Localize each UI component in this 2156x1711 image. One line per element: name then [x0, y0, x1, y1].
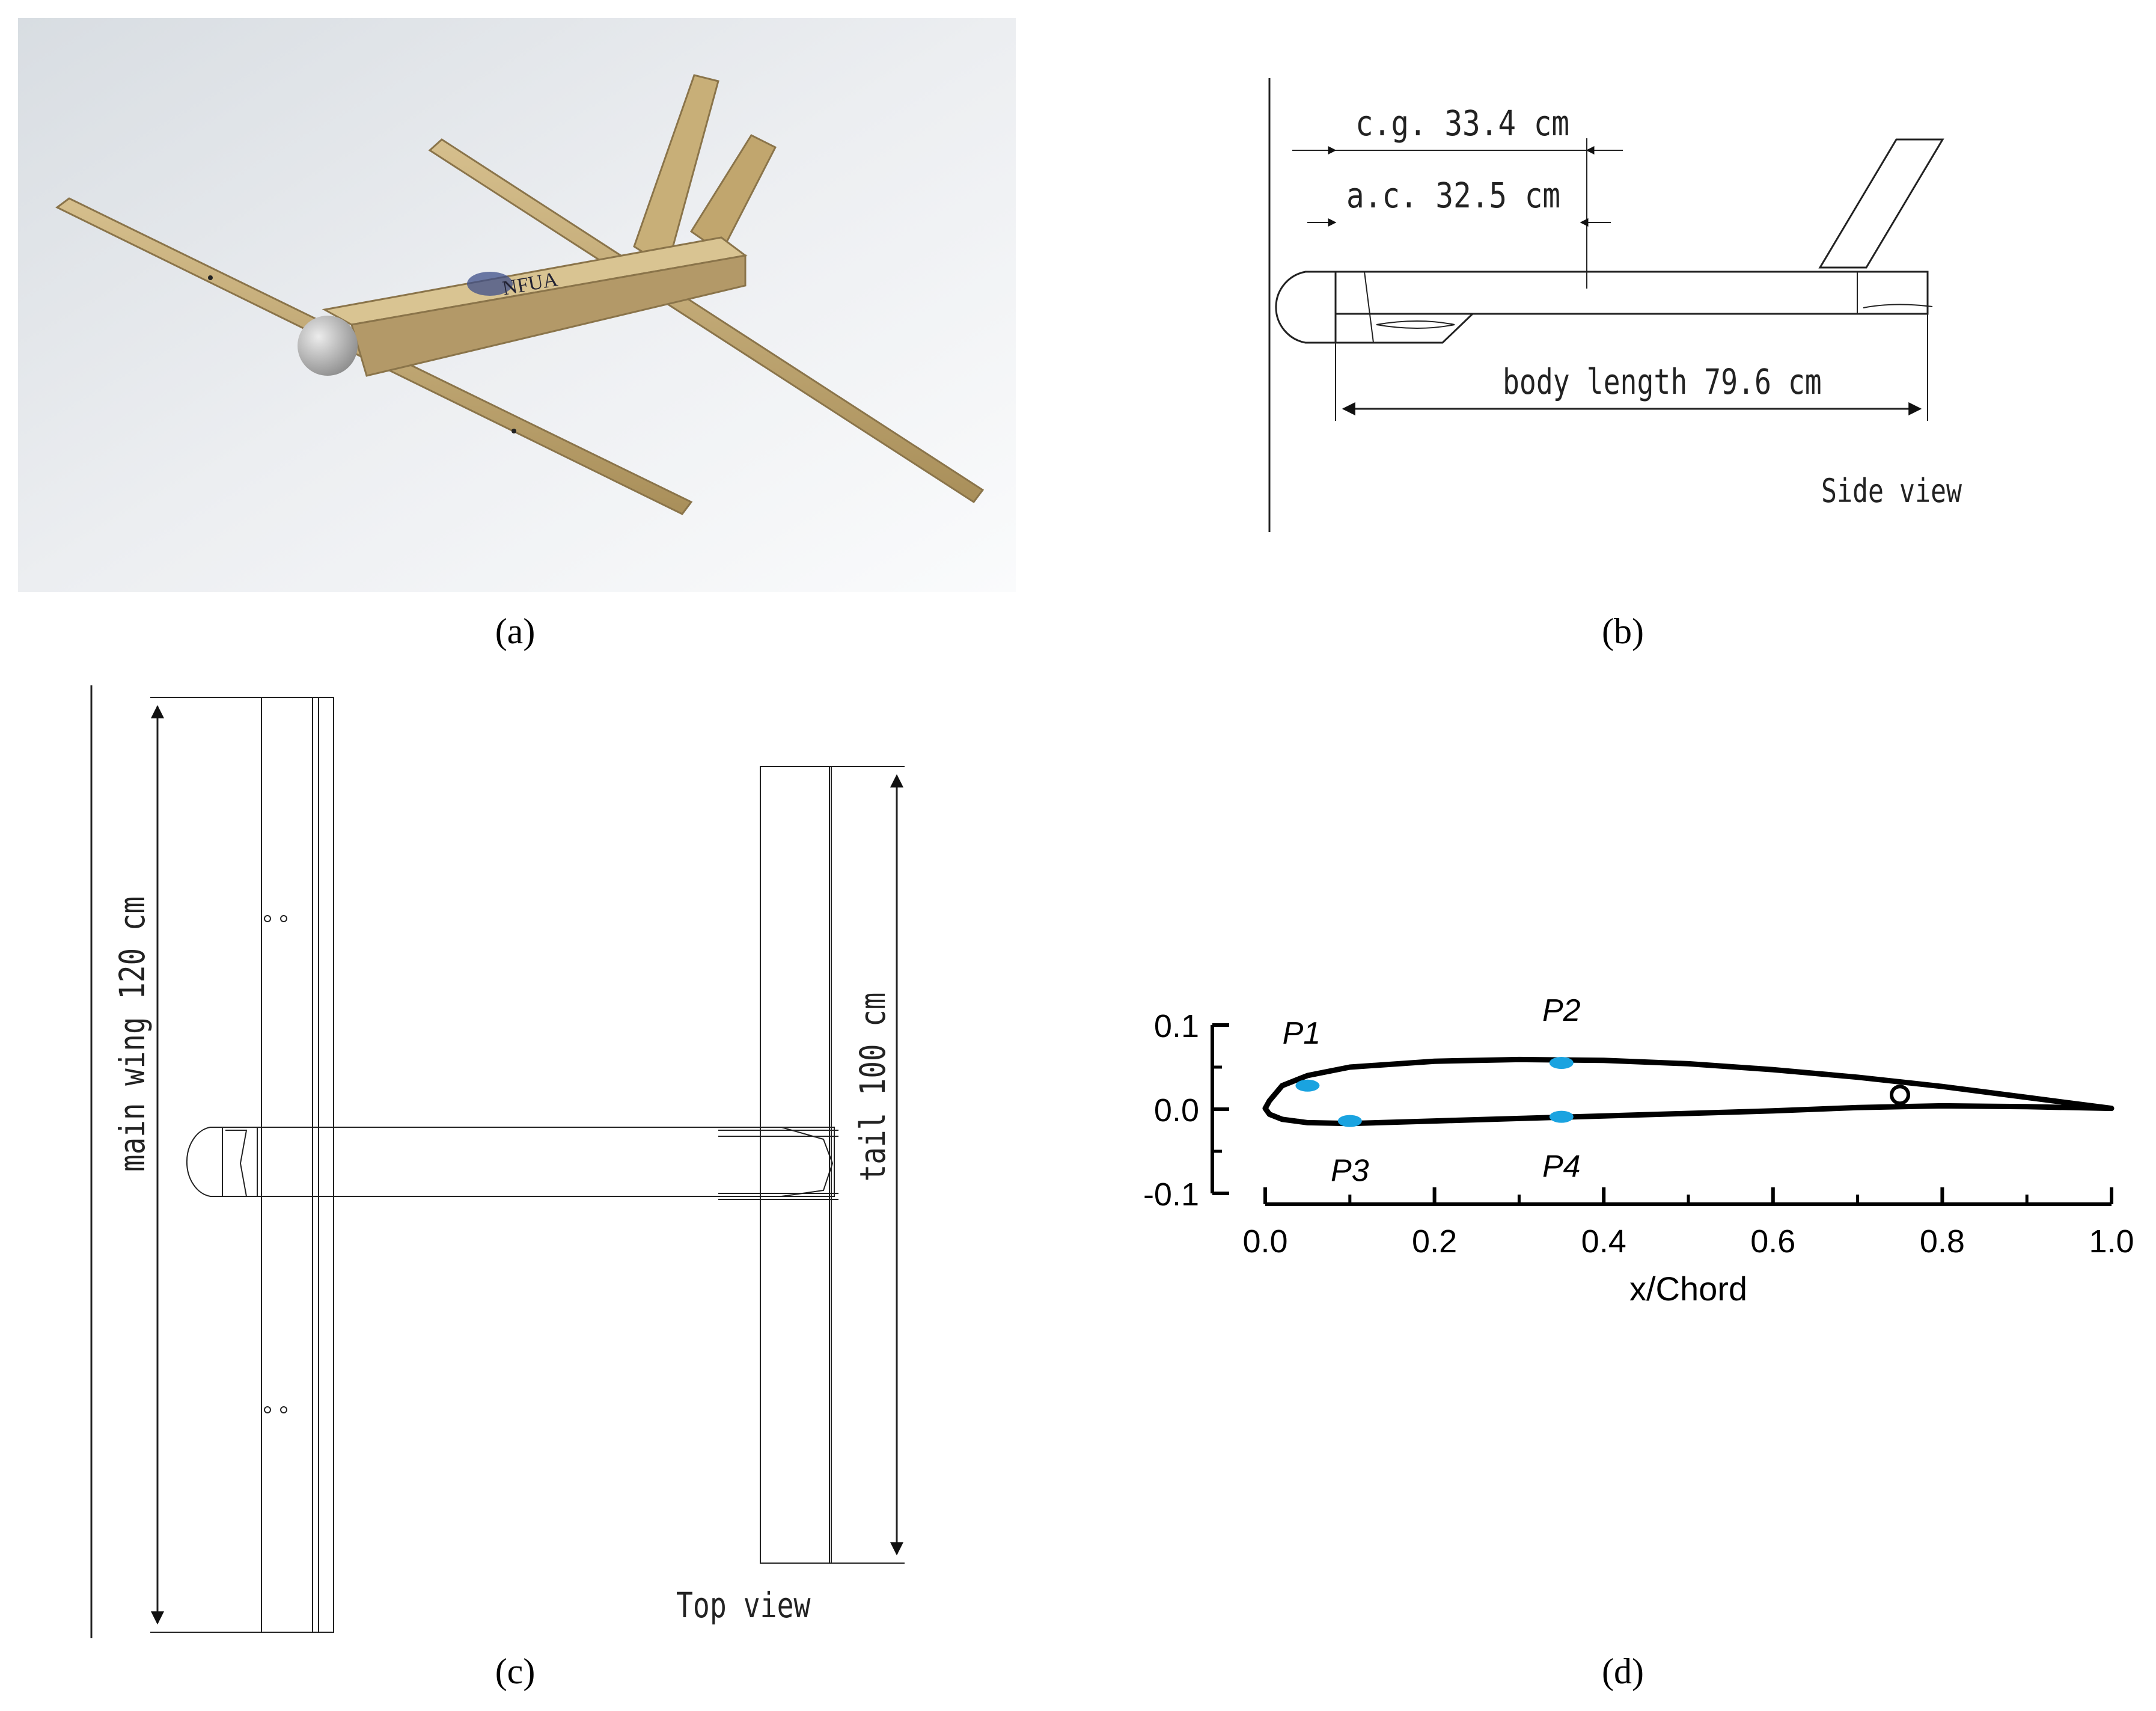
pressure-tap-marker: [1549, 1057, 1574, 1069]
side-wing-section: [1376, 320, 1455, 329]
nose-inner: [1364, 271, 1374, 343]
pressure-tap-label: P2: [1542, 993, 1581, 1028]
x-tick-label: 0.8: [1920, 1223, 1965, 1260]
x-axis-label: x/Chord: [1629, 1270, 1747, 1308]
side-view-label: Side view: [1821, 472, 1962, 510]
cg-label: c.g. 33.4 cm: [1355, 103, 1569, 144]
y-tick-label: 0.0: [1154, 1092, 1199, 1128]
x-tick-label: 1.0: [2089, 1223, 2134, 1260]
x-tick-label: 0.4: [1581, 1223, 1626, 1260]
x-tick-label: 0.2: [1412, 1223, 1457, 1260]
wing-marker: [208, 275, 213, 280]
side-body: [1334, 271, 1929, 315]
panel-c: main wing 120 cm tail 100 cm Top view (c…: [90, 685, 905, 1691]
main-wing-label: main wing 120 cm: [112, 896, 153, 1172]
side-belly: [1334, 313, 1474, 344]
panel-b: c.g. 33.4 cm a.c. 32.5 cm body length 79…: [1268, 78, 1962, 651]
hinge-mark: [280, 915, 287, 922]
tail-wing: [428, 138, 985, 504]
hinge-mark: [264, 1406, 271, 1413]
wing-marker: [512, 429, 516, 433]
tail-taper: [781, 1127, 834, 1197]
top-tail-wing: [760, 766, 832, 1564]
badge-logo: [467, 272, 513, 296]
y-tick-label: 0.1: [1154, 1008, 1199, 1044]
hinge-mark: [264, 915, 271, 922]
top-nose: [186, 1127, 222, 1197]
airfoil-outline: [1262, 1056, 2115, 1127]
top-nose-inner: [225, 1130, 248, 1197]
top-body: [257, 1127, 835, 1197]
panel-a: NFUA (a): [18, 18, 1016, 651]
tail-section: [1863, 304, 1933, 308]
y-tick-label: -0.1: [1143, 1177, 1199, 1213]
pressure-tap-label: P4: [1542, 1149, 1581, 1184]
body-length-label: body length 79.6 cm: [1503, 362, 1822, 402]
caption-d: (d): [1602, 1651, 1644, 1691]
top-main-wing: [261, 697, 334, 1633]
fuselage-side: [350, 254, 747, 377]
panel-d: 0.1 0.0 -0.1 0.0 0.2 0.4 0.6 0.8 1.0 x/Chord P1 P2P…: [1143, 993, 2134, 1691]
nose-cone: [298, 316, 358, 376]
top-view-label: Top view: [676, 1585, 811, 1626]
pivot-marker: [1890, 1085, 1910, 1106]
caption-c: (c): [495, 1651, 536, 1691]
airfoil-plot: 0.1 0.0 -0.1 0.0 0.2 0.4 0.6 0.8 1.0 x/Chord P1 P2P…: [1143, 993, 2134, 1308]
pressure-tap-marker: [1549, 1110, 1574, 1123]
caption-b: (b): [1602, 611, 1644, 651]
side-fin: [1818, 138, 1944, 269]
pressure-tap-marker: [1337, 1115, 1362, 1127]
tail-label: tail 100 cm: [852, 993, 893, 1182]
pressure-tap-label: P1: [1283, 1016, 1321, 1051]
pressure-tap-label: P3: [1331, 1154, 1369, 1189]
caption-a: (a): [495, 611, 536, 651]
hinge-mark: [280, 1406, 287, 1413]
x-tick-label: 0.6: [1750, 1223, 1795, 1260]
x-tick-label: 0.0: [1242, 1223, 1287, 1260]
uav-render: NFUA: [55, 74, 985, 515]
pressure-tap-marker: [1295, 1079, 1320, 1092]
side-nose: [1275, 271, 1336, 344]
ac-label: a.c. 32.5 cm: [1346, 175, 1560, 216]
